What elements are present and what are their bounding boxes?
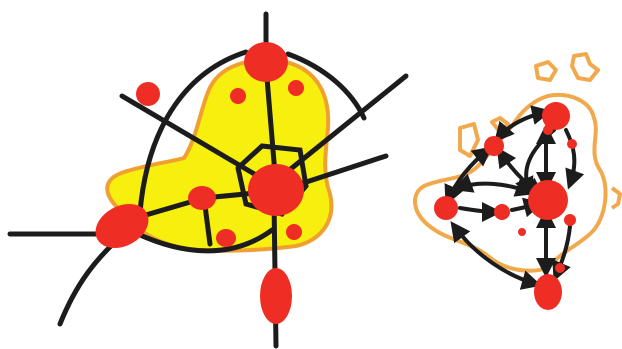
rnode-bottom-small [555, 263, 565, 273]
rnode-right [567, 139, 577, 149]
rnode-right-small [564, 214, 576, 226]
node-bottom [260, 268, 292, 324]
rnode-upperleft [484, 136, 504, 156]
rnode-hub [528, 180, 568, 220]
node-center [248, 164, 304, 216]
node-small-1 [230, 88, 246, 104]
node-mid [188, 186, 216, 210]
rnode-bottom [534, 274, 562, 310]
node-small-3 [216, 229, 236, 247]
orange-outlines [415, 54, 620, 271]
right-network [415, 54, 620, 310]
node-small-2 [288, 80, 304, 96]
rnode-left [434, 196, 458, 220]
left-network [10, 14, 406, 346]
node-top [244, 42, 288, 82]
rnode-top-small [543, 125, 553, 135]
rnode-dot [518, 228, 526, 236]
node-topleft [136, 82, 160, 106]
node-small-4 [286, 224, 302, 240]
rnode-midleft [494, 204, 510, 220]
